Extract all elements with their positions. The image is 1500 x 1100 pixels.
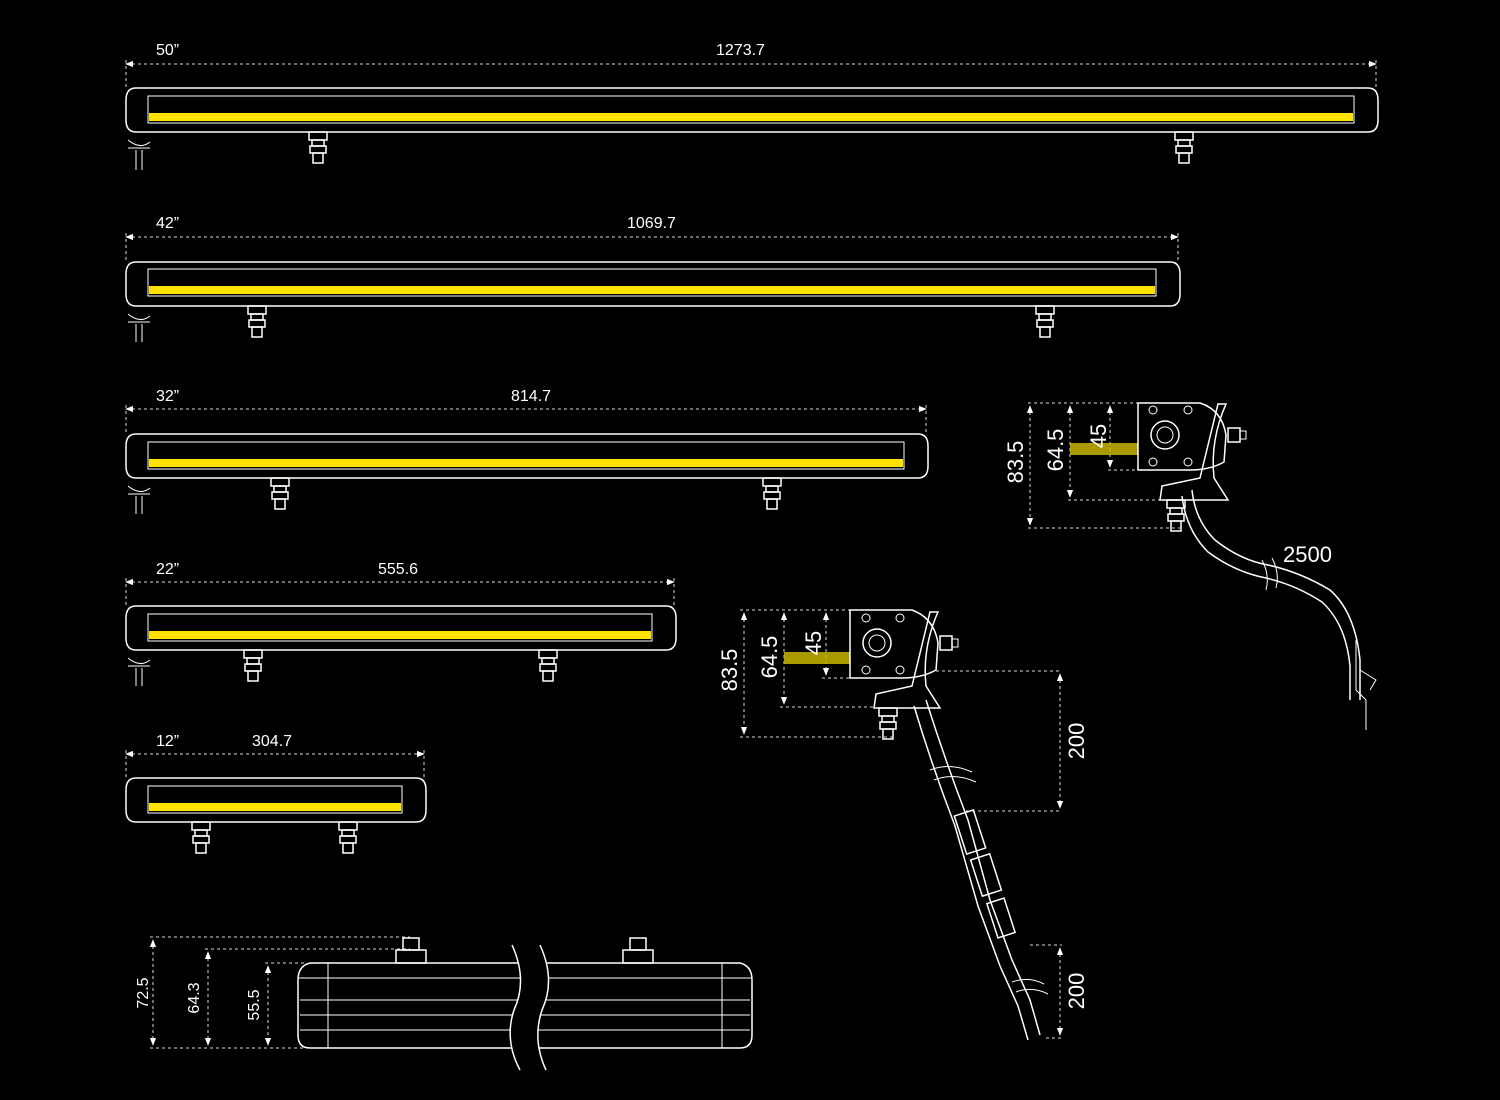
bar-size-label: 22” <box>156 561 179 578</box>
bar-42-inch: 42” 1069.7 <box>125 215 1181 342</box>
cable <box>925 699 1041 1036</box>
height-total-label: 83.5 <box>717 649 742 692</box>
mount-bracket <box>1035 305 1055 338</box>
side-view-top: 83.5 64.5 45 2500 <box>1003 402 1377 730</box>
cable-outer <box>913 705 1029 1041</box>
bar-lens <box>147 268 1157 297</box>
cable-break <box>1261 557 1278 591</box>
connector-sleeve <box>985 897 1017 939</box>
height-total-label: 72.5 <box>135 977 152 1008</box>
cable <box>1191 489 1361 700</box>
bar-lens <box>147 95 1355 124</box>
mount-bracket <box>247 305 267 338</box>
housing-profile <box>849 609 939 679</box>
bar-housing <box>125 605 677 651</box>
cable-stub <box>127 657 151 686</box>
bar-lens <box>147 785 403 814</box>
break-line <box>537 944 550 1071</box>
bar-22-inch: 22” 555.6 <box>125 561 677 686</box>
connector-plug <box>953 808 987 856</box>
cable-outer <box>1181 495 1351 700</box>
mount-bolt <box>402 937 420 951</box>
bar-length-label: 1273.7 <box>716 42 765 59</box>
housing-profile <box>1137 402 1227 471</box>
height-mid-label: 64.3 <box>186 982 203 1013</box>
bar-size-label: 32” <box>156 388 179 405</box>
mount-bolt <box>1166 499 1186 532</box>
led-strip <box>149 631 651 639</box>
break-line <box>509 944 522 1071</box>
mount-bracket <box>622 949 654 964</box>
led-strip <box>149 459 903 467</box>
bar-length-label: 304.7 <box>252 733 292 750</box>
mount-bracket <box>270 477 290 510</box>
cable-stub <box>127 313 151 342</box>
mount-bracket <box>1159 403 1230 501</box>
lens-height-band <box>784 652 850 664</box>
bar-housing <box>125 777 427 823</box>
mount-bracket <box>338 821 358 854</box>
mount-bracket <box>538 649 558 682</box>
heatsink-core <box>1156 426 1174 444</box>
bar-length-label: 1069.7 <box>627 215 676 232</box>
side-view-middle: 83.5 64.5 45 200 200 <box>717 609 1089 1041</box>
cable-length-label: 2500 <box>1283 542 1332 567</box>
mount-bracket <box>395 949 427 964</box>
cable-break <box>1011 978 1049 995</box>
bar-12-inch: 12” 304.7 <box>125 733 427 854</box>
bar-lens <box>147 613 653 642</box>
bar-lens <box>147 441 905 470</box>
connector-socket <box>969 852 1003 898</box>
bar-size-label: 12” <box>156 733 179 750</box>
bar-32-inch: 32” 814.7 <box>125 388 929 514</box>
cable-stub <box>127 139 151 170</box>
mount-bracket <box>873 611 942 709</box>
cable-stub <box>127 485 151 514</box>
height-body-label: 55.5 <box>246 989 263 1020</box>
led-strip <box>149 803 401 811</box>
mount-bracket <box>191 821 211 854</box>
mount-bolt <box>629 937 647 951</box>
connector-nut <box>1227 427 1241 443</box>
mount-bracket <box>1174 131 1194 164</box>
bar-housing <box>125 261 1181 307</box>
connector-nut <box>939 635 953 651</box>
mount-bolt <box>878 707 898 740</box>
mount-bracket <box>762 477 782 510</box>
bar-size-label: 42” <box>156 215 179 232</box>
cable-end <box>1355 640 1377 730</box>
bar-length-label: 814.7 <box>511 388 551 405</box>
height-total-label: 83.5 <box>1003 441 1028 484</box>
bar-length-label: 555.6 <box>378 561 418 578</box>
bar-housing <box>125 87 1379 133</box>
bar-housing <box>125 433 929 479</box>
mount-bracket <box>308 131 328 164</box>
heatsink-circle <box>1150 420 1180 450</box>
cable-break <box>929 766 977 783</box>
bar-size-label: 50” <box>156 42 179 59</box>
height-lens-label: 45 <box>801 631 826 655</box>
height-mid-label: 64.5 <box>1043 429 1068 472</box>
break-gap <box>510 945 549 1070</box>
led-strip <box>149 113 1353 121</box>
cable-length-label: 200 <box>1064 723 1089 760</box>
led-strip <box>149 286 1155 294</box>
mount-bracket <box>243 649 263 682</box>
cable-end-length-label: 200 <box>1064 973 1089 1010</box>
back-view: 72.5 64.3 55.5 <box>135 936 753 1071</box>
bar-50-inch: 50” 1273.7 <box>125 42 1379 170</box>
heatsink-circle <box>862 628 892 658</box>
height-mid-label: 64.5 <box>757 636 782 679</box>
height-lens-label: 45 <box>1086 424 1111 448</box>
lens-height-band <box>1070 443 1138 455</box>
heatsink-core <box>868 634 886 652</box>
bar-body <box>297 962 753 1049</box>
